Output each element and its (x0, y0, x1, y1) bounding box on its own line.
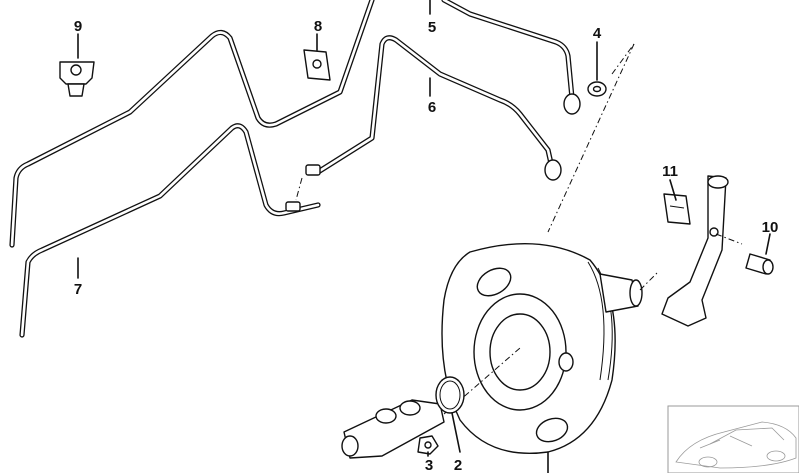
brake-line-5[interactable] (441, 0, 581, 115)
vehicle-thumbnail (667, 405, 799, 473)
o-ring-2[interactable] (435, 376, 465, 414)
callout-5: 5 (428, 19, 436, 36)
callout-3: 3 (425, 457, 433, 473)
pipe-nut-7 (285, 201, 301, 212)
callout-4: 4 (593, 25, 602, 42)
callout-9: 9 (74, 18, 82, 35)
callout-11: 11 (662, 163, 678, 180)
pedal-linkage[interactable] (661, 175, 743, 327)
clip-11[interactable] (663, 193, 691, 225)
brake-line-6[interactable] (305, 35, 562, 181)
pipe-end-5 (563, 93, 581, 115)
pipe-end-6 (544, 159, 562, 181)
callout-8: 8 (314, 18, 322, 35)
callout-2: 2 (454, 457, 462, 473)
alignment-lines (295, 43, 635, 233)
master-cylinder[interactable] (341, 347, 521, 459)
pin-10[interactable] (745, 253, 774, 275)
leader-lines (77, 0, 771, 473)
callout-10: 10 (762, 219, 779, 236)
brake-line-7[interactable] (19, 123, 321, 338)
callout-6: 6 (428, 99, 436, 116)
clamp-8[interactable] (303, 49, 331, 81)
clip-9[interactable] (59, 61, 95, 97)
pipe-nut-6 (305, 164, 321, 176)
washer-4[interactable] (587, 81, 607, 97)
brake-line-upper[interactable] (9, 0, 375, 248)
brake-booster[interactable] (441, 242, 659, 455)
nut-3[interactable] (417, 435, 439, 455)
callout-7: 7 (74, 281, 82, 298)
